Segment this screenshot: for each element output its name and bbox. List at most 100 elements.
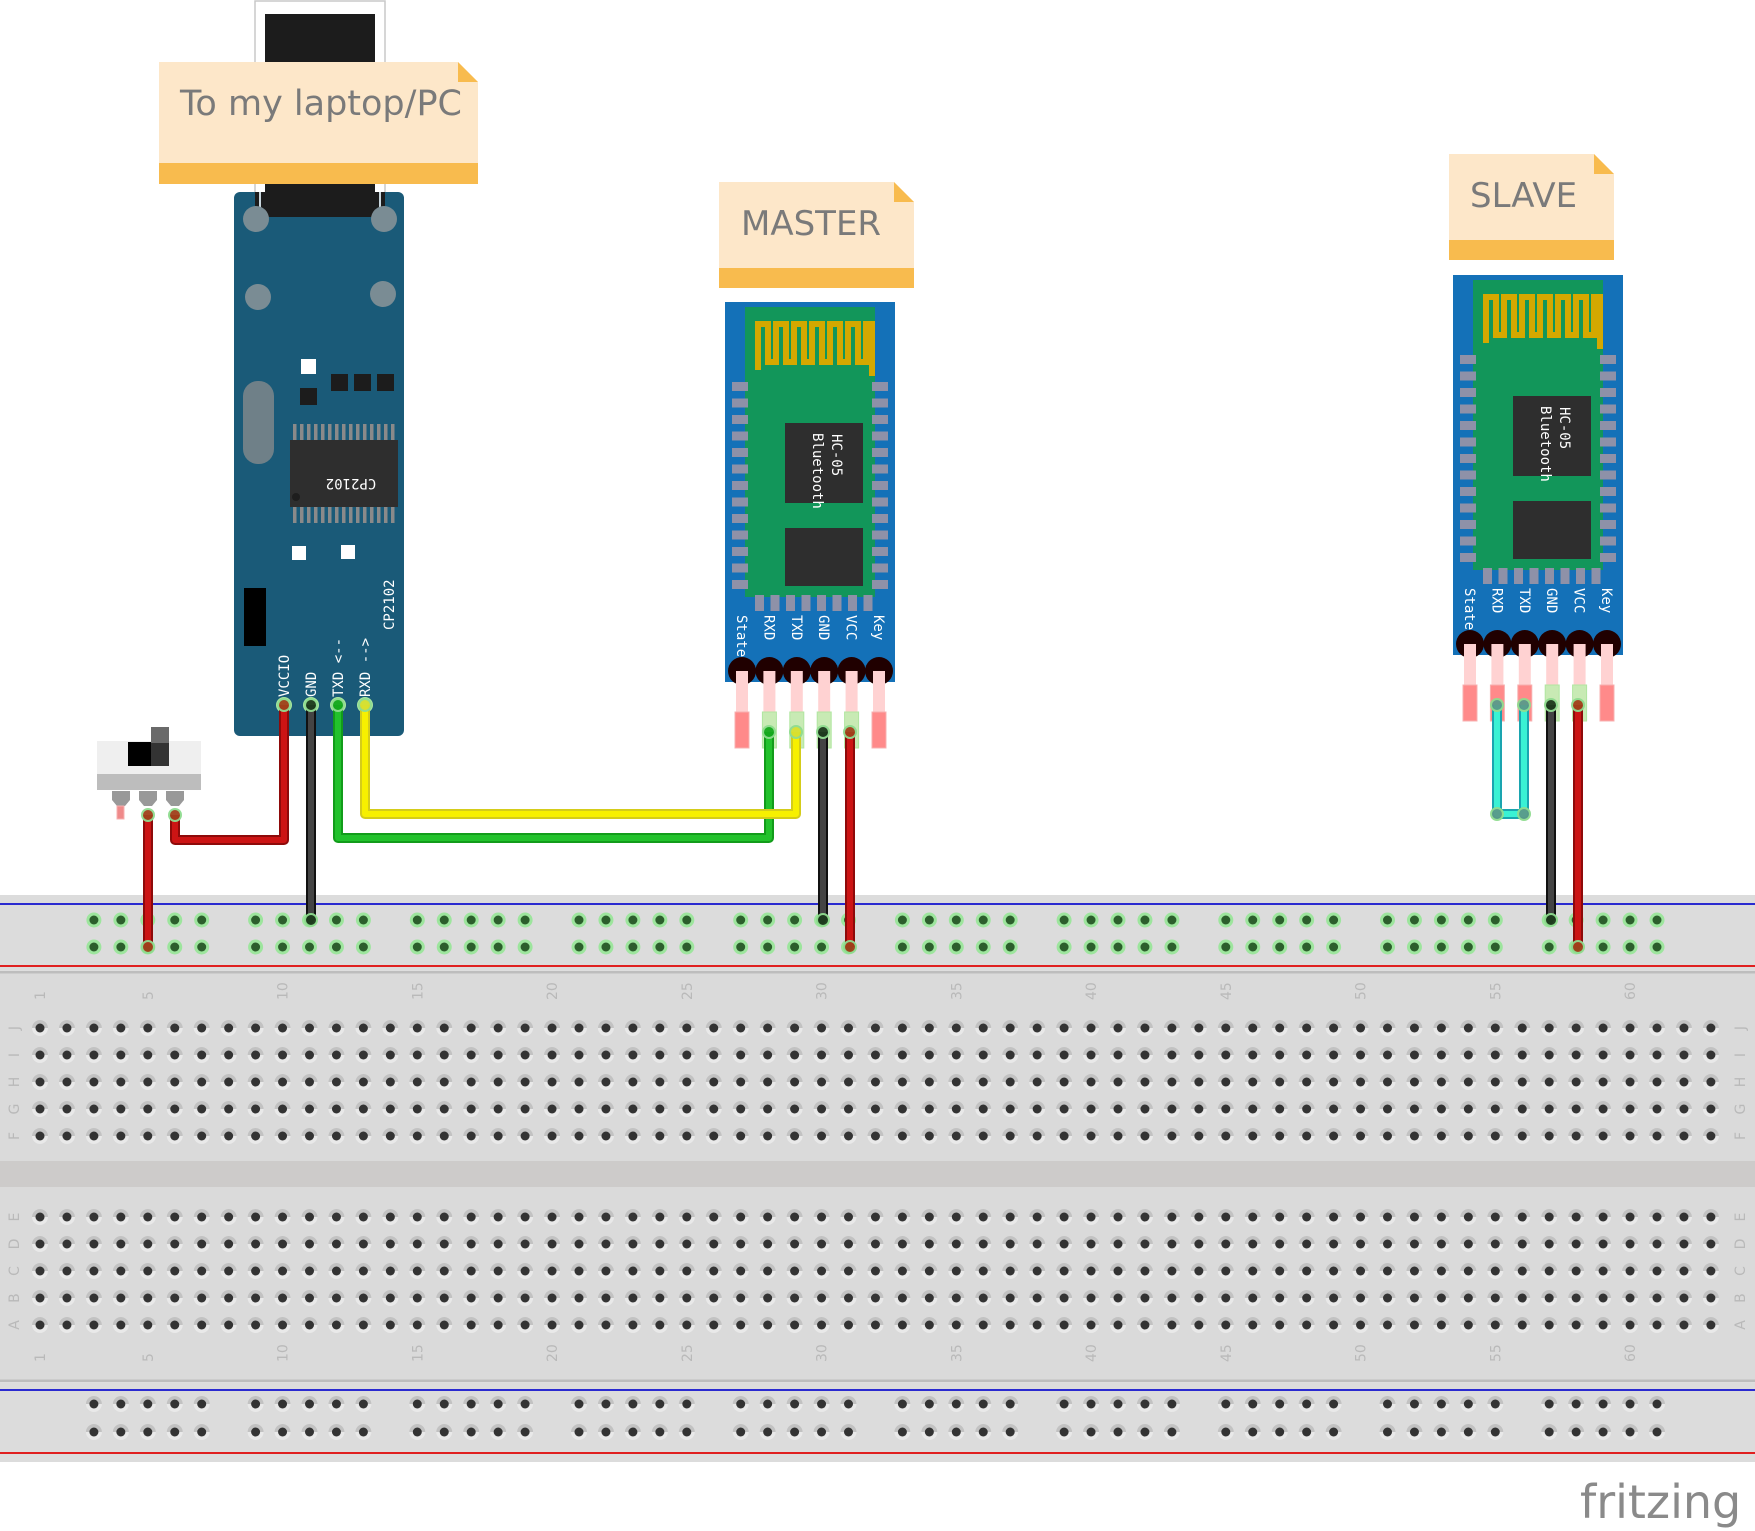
hole-dot	[736, 1131, 746, 1141]
hc05-pin-key[interactable]	[1599, 684, 1615, 722]
wire-endpoint[interactable]	[1517, 807, 1531, 821]
wire-slave-loop[interactable]	[1492, 705, 1529, 819]
rail-hole-dot	[736, 942, 746, 952]
rail-hole-dot	[412, 915, 422, 925]
hc05-chip	[785, 423, 863, 503]
hole-dot	[1625, 1320, 1635, 1330]
row-label-right: D	[1733, 1239, 1749, 1250]
wire-endpoint[interactable]	[1544, 698, 1558, 712]
chip-pin	[377, 424, 381, 440]
rail-hole-dot	[1652, 915, 1662, 925]
wire-endpoint[interactable]	[141, 808, 155, 822]
hole-dot	[1436, 1427, 1446, 1437]
wire-endpoint[interactable]	[358, 698, 372, 712]
wire-endpoint[interactable]	[331, 698, 345, 712]
hole-dot	[1625, 1239, 1635, 1249]
hole-dot	[278, 1212, 288, 1222]
switch-slider-handle[interactable]	[151, 727, 169, 743]
hole-dot	[520, 1050, 530, 1060]
slide-switch[interactable]	[97, 727, 201, 820]
hole-dot	[628, 1023, 638, 1033]
hole-dot	[1409, 1427, 1419, 1437]
hole-dot	[1059, 1104, 1069, 1114]
hole-dot	[817, 1239, 827, 1249]
hole-dot	[466, 1320, 476, 1330]
note-slave[interactable]: SLAVE	[1449, 154, 1614, 260]
hole-dot	[1598, 1399, 1608, 1409]
bottom-pad	[1529, 568, 1539, 584]
wire-rxd-usb[interactable]	[360, 705, 801, 819]
hole-dot	[736, 1077, 746, 1087]
hole-dot	[682, 1050, 692, 1060]
wire-endpoint[interactable]	[1571, 698, 1585, 712]
wire-endpoint[interactable]	[141, 940, 155, 954]
hole-dot	[817, 1023, 827, 1033]
hole-dot	[170, 1212, 180, 1222]
rail-hole-dot	[897, 942, 907, 952]
hole-dot	[1383, 1293, 1392, 1303]
hole-dot	[736, 1399, 746, 1409]
hole-dot	[1463, 1320, 1473, 1330]
wire-endpoint[interactable]	[1517, 698, 1531, 712]
wire-endpoint[interactable]	[816, 725, 830, 739]
wire-endpoint[interactable]	[843, 725, 857, 739]
hole-dot	[35, 1131, 45, 1141]
chip-pin	[335, 507, 339, 523]
hole-dot	[978, 1077, 988, 1087]
hole-dot	[1248, 1131, 1258, 1141]
wire-endpoint[interactable]	[277, 698, 291, 712]
hc05-pin-label: State	[1461, 588, 1477, 630]
hole-dot	[1463, 1212, 1473, 1222]
wire-endpoint[interactable]	[1544, 913, 1558, 927]
hole-dot	[1706, 1104, 1716, 1114]
hole-dot	[870, 1266, 880, 1276]
column-label: 55	[1488, 1344, 1504, 1362]
hole-dot	[1113, 1023, 1123, 1033]
side-pad	[1460, 388, 1476, 397]
wire-endpoint[interactable]	[304, 698, 318, 712]
hole-dot	[897, 1293, 907, 1303]
hole-dot	[1329, 1293, 1339, 1303]
hole-dot	[763, 1320, 773, 1330]
side-pad	[1460, 553, 1476, 562]
wire-endpoint[interactable]	[304, 913, 318, 927]
rail-hole-dot	[978, 915, 988, 925]
hole-dot	[493, 1239, 503, 1249]
side-pad	[1600, 404, 1616, 414]
hc05-pin-state[interactable]	[734, 711, 750, 749]
wire-endpoint[interactable]	[1490, 807, 1504, 821]
hole-dot	[1221, 1239, 1231, 1249]
hole-dot	[1275, 1320, 1285, 1330]
hole-dot	[493, 1077, 503, 1087]
note-master[interactable]: MASTER	[719, 182, 914, 288]
wire-endpoint[interactable]	[816, 913, 830, 927]
hole-dot	[844, 1427, 853, 1437]
hc05-pin-state[interactable]	[1462, 684, 1478, 722]
rail-hole-dot	[1436, 942, 1446, 952]
hole-dot	[331, 1050, 341, 1060]
wire-endpoint[interactable]	[789, 725, 803, 739]
hole-dot	[520, 1239, 530, 1249]
hole-dot	[1221, 1293, 1231, 1303]
hole-dot	[628, 1104, 638, 1114]
wire-endpoint[interactable]	[168, 808, 182, 822]
hc05-pin-key[interactable]	[871, 711, 887, 749]
wire-endpoint[interactable]	[1490, 698, 1504, 712]
note-laptop[interactable]: To my laptop/PC	[159, 62, 478, 184]
wire-endpoint[interactable]	[843, 940, 857, 954]
hole-dot	[1544, 1320, 1554, 1330]
rail-hole-dot	[197, 942, 207, 952]
hole-dot	[1248, 1050, 1258, 1060]
side-pad	[732, 497, 748, 507]
hole-dot	[763, 1293, 773, 1303]
hole-dot	[331, 1293, 341, 1303]
hole-dot	[1329, 1050, 1339, 1060]
wire-endpoint[interactable]	[1571, 940, 1585, 954]
wire-endpoint[interactable]	[762, 725, 776, 739]
hole-dot	[466, 1399, 476, 1409]
rail-hole-dot	[1490, 942, 1500, 952]
hole-dot	[197, 1131, 207, 1141]
